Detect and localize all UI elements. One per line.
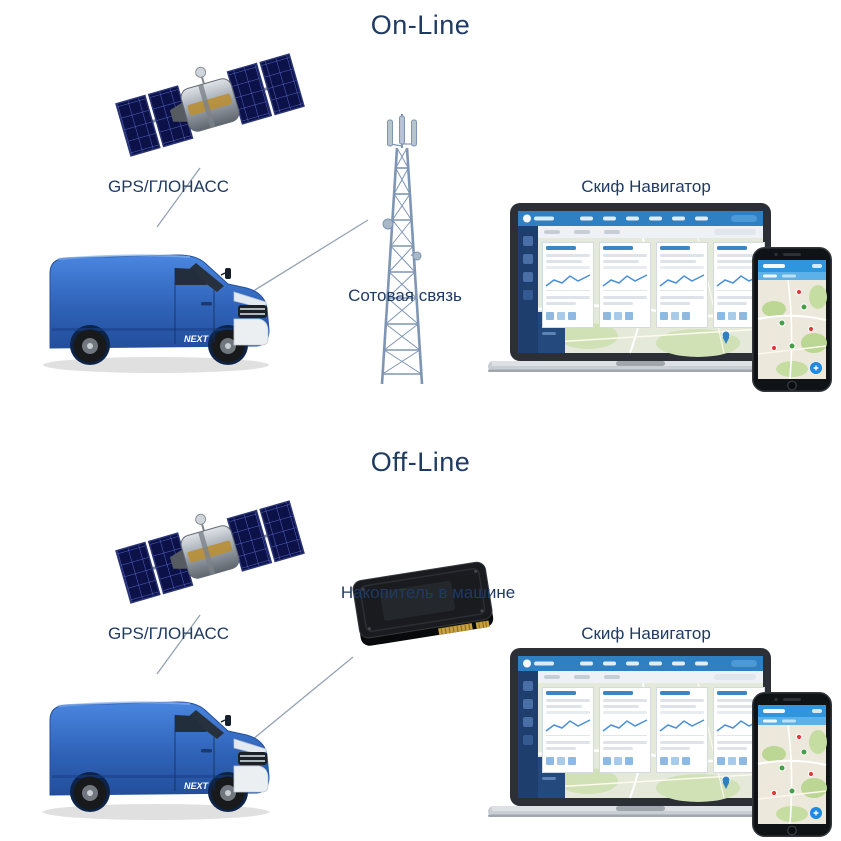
satellite-icon [111, 488, 306, 605]
laptop-illustration-online [488, 203, 793, 383]
online-section-title: On-Line [370, 10, 471, 40]
cell-tower-icon [380, 112, 424, 386]
ssd-icon [351, 560, 496, 648]
satellite-icon [111, 41, 306, 158]
van-icon [42, 701, 270, 821]
van-illustration-offline [28, 665, 278, 825]
satellite-illustration-online [110, 33, 310, 173]
phone-map-icon [752, 247, 832, 392]
laptop-dashboard-icon [488, 648, 793, 828]
gps-glonass-label-offline: GPS/ГЛОНАСС [108, 624, 230, 643]
van-icon [42, 254, 270, 374]
laptop-illustration-offline [488, 648, 793, 828]
laptop-dashboard-icon [488, 203, 793, 383]
van-illustration-online [28, 218, 278, 378]
phone-illustration-offline [752, 692, 832, 837]
offline-section-title: Off-Line [370, 447, 471, 477]
phone-map-icon [752, 692, 832, 837]
app-label-online: Скиф Навигатор [581, 177, 711, 196]
cell-tower-illustration [352, 106, 452, 386]
satellite-illustration-offline [110, 480, 310, 620]
cellular-link-label: Сотовая связь [348, 286, 462, 305]
gps-glonass-label-online: GPS/ГЛОНАСС [108, 177, 230, 196]
phone-illustration-online [752, 247, 832, 392]
storage-label: Накопитель в машине [340, 583, 516, 602]
ssd-storage-illustration [338, 543, 508, 663]
app-label-offline: Скиф Навигатор [581, 624, 711, 643]
